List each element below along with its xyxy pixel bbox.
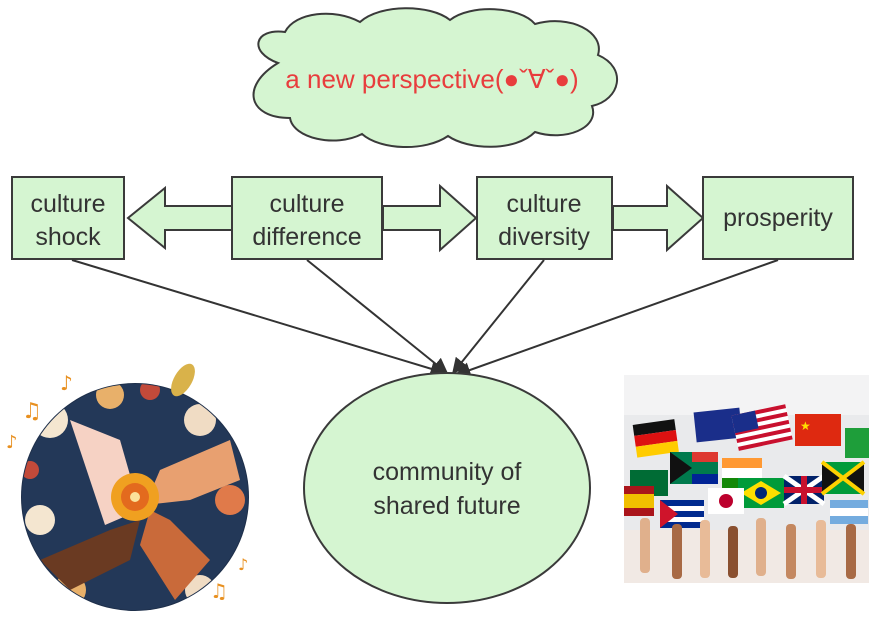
- center-line1: community of: [373, 458, 522, 486]
- svg-text:♪: ♪: [60, 371, 73, 395]
- culture-difference-line2: difference: [252, 223, 361, 251]
- perspective-cloud: a new perspective(●ˇ∀ˇ●): [252, 7, 618, 148]
- node-culture-difference: culture difference: [231, 176, 383, 260]
- culture-difference-line1: culture: [269, 190, 344, 218]
- culture-diversity-line2: diversity: [498, 223, 590, 251]
- svg-text:♫: ♫: [210, 579, 228, 603]
- node-prosperity: prosperity: [702, 176, 854, 260]
- svg-text:★: ★: [800, 419, 811, 433]
- svg-text:♫: ♫: [22, 399, 42, 424]
- cloud-text: a new perspective(●ˇ∀ˇ●): [285, 64, 578, 94]
- culture-shock-line1: culture: [30, 190, 105, 218]
- node-culture-shock: culture shock: [11, 176, 125, 260]
- line-from-culture-shock: [71, 259, 447, 377]
- line-from-prosperity: [454, 259, 779, 378]
- arrow-difference-to-diversity: [382, 183, 478, 253]
- line-from-culture-difference: [306, 259, 449, 375]
- culture-diversity-line1: culture: [506, 190, 581, 218]
- culture-shock-line2: shock: [35, 223, 101, 251]
- hands-circle-illustration: ♫ ♪ ♪ ♫ ♪: [6, 363, 249, 611]
- line-from-culture-diversity: [451, 259, 545, 375]
- svg-text:♪: ♪: [238, 555, 248, 574]
- converging-arrows: [71, 259, 779, 378]
- arrow-difference-to-shock: [126, 185, 233, 251]
- svg-text:♪: ♪: [6, 432, 18, 453]
- world-flags-photo: ★: [624, 375, 869, 583]
- center-line2: shared future: [373, 492, 520, 520]
- node-culture-diversity: culture diversity: [476, 176, 613, 260]
- prosperity-line1: prosperity: [723, 204, 833, 232]
- arrow-diversity-to-prosperity: [612, 183, 705, 253]
- node-community-of-shared-future: community of shared future: [303, 372, 591, 604]
